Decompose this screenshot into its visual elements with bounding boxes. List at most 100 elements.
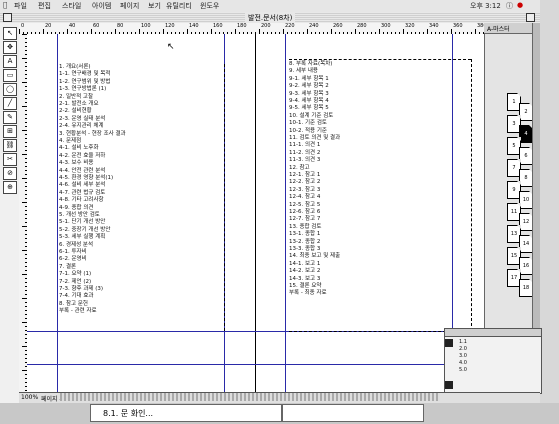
ruler-tick	[283, 29, 284, 34]
menu-item-item[interactable]: 아이템	[92, 2, 112, 10]
ruler-label: 260	[333, 23, 343, 29]
document-canvas[interactable]: 1. 개요(서론) 1-1. 연구배경 및 목적 1-2. 연구범위 및 방법 …	[27, 34, 484, 392]
page-thumbnail[interactable]: 16	[519, 257, 533, 275]
page-thumbnail[interactable]: 1	[507, 93, 521, 111]
zoom-box-icon[interactable]	[526, 13, 535, 22]
menu-item-file[interactable]: 파일	[14, 2, 27, 10]
ruler-tick	[155, 32, 156, 34]
page-thumbnail[interactable]: 5	[507, 137, 521, 155]
text-line: 7-2. 제언 (2)	[59, 278, 92, 285]
ruler-tick	[159, 32, 160, 34]
page-thumbnail[interactable]: 14	[519, 235, 533, 253]
background-document-window[interactable]: 8.1. 문 화인...	[90, 404, 282, 422]
ruler-tick	[151, 32, 152, 34]
ruler-tick	[25, 366, 27, 367]
ruler-tick	[25, 186, 27, 187]
ruler-tick	[319, 32, 320, 34]
vertical-scrollbar[interactable]	[532, 23, 541, 328]
help-icon[interactable]: ⓘ	[506, 2, 513, 10]
tool-button-1[interactable]: ✥	[3, 41, 17, 54]
background-window[interactable]	[282, 404, 424, 422]
ruler-tick	[25, 42, 27, 43]
tool-button-8[interactable]: ⛓	[3, 139, 17, 152]
ruler-tick	[47, 32, 48, 34]
ruler-tick	[22, 130, 27, 131]
page-field[interactable]: 페이지 4	[41, 396, 64, 403]
page-thumbnail[interactable]: 3	[507, 115, 521, 133]
text-box-border	[289, 59, 471, 60]
ruler-tick	[25, 374, 27, 375]
page-thumbnail[interactable]: 11	[507, 203, 521, 221]
tool-button-9[interactable]: ✂	[3, 153, 17, 166]
menu-item-utility[interactable]: 유틸리티	[166, 2, 192, 10]
menu-item-page[interactable]: 페이지	[120, 2, 140, 10]
ruler-tick	[79, 32, 80, 34]
ruler-tick	[303, 32, 304, 34]
text-line: 14-1. 보고 1	[289, 260, 321, 267]
tool-button-2[interactable]: A	[3, 55, 17, 68]
ruler-tick	[419, 32, 420, 34]
ruler-tick	[25, 98, 27, 99]
page-thumbnail[interactable]: 18	[519, 279, 533, 297]
page-thumbnail[interactable]: 8	[519, 169, 533, 187]
page-thumbnail[interactable]: 12	[519, 213, 533, 231]
tool-button-7[interactable]: ⊞	[3, 125, 17, 138]
page-thumbnail[interactable]: 9	[507, 181, 521, 199]
ruler-label: 120	[165, 23, 175, 29]
text-line: 13-3. 종합 3	[289, 246, 321, 252]
ruler-tick	[211, 29, 212, 34]
navigator-title-bar[interactable]	[445, 329, 541, 337]
ruler-tick	[311, 32, 312, 34]
palette-title-bar[interactable]: A-마스터	[484, 23, 532, 34]
tool-button-6[interactable]: ✎	[3, 111, 17, 124]
ruler-tick	[25, 342, 27, 343]
app-icon[interactable]: ●	[517, 1, 524, 9]
menu-item-style[interactable]: 스타일	[62, 2, 82, 10]
navigator-line: 2.0	[459, 346, 467, 352]
ruler-tick	[43, 29, 44, 34]
ruler-tick	[25, 222, 27, 223]
zoom-field[interactable]: 100%	[21, 394, 39, 401]
ruler-tick	[25, 214, 27, 215]
text-line: 4-3. 보수 비용	[59, 160, 94, 167]
ruler-tick	[25, 86, 27, 87]
ruler-tick	[119, 32, 120, 34]
text-line: 2-1. 발전소 개요	[59, 101, 99, 107]
text-box-border	[289, 331, 471, 332]
page-thumbnail[interactable]: 13	[507, 225, 521, 243]
horizontal-scrollbar[interactable]	[60, 393, 440, 401]
text-line: 13-1. 종합 1	[289, 231, 321, 238]
tool-button-3[interactable]: ▭	[3, 69, 17, 82]
ruler-label: 60	[93, 23, 100, 29]
text-line: 9-4. 세부 항목 4	[289, 98, 329, 104]
tool-button-11[interactable]: ⊕	[3, 181, 17, 194]
page-thumbnail[interactable]: 2	[519, 103, 533, 121]
page-thumbnail[interactable]: 6	[519, 147, 533, 165]
page-thumbnail[interactable]: 15	[507, 247, 521, 265]
ruler-tick	[315, 32, 316, 34]
menu-item-edit[interactable]: 편집	[38, 2, 51, 10]
close-box-icon[interactable]	[3, 13, 12, 22]
apple-menu-icon[interactable]: 	[3, 1, 7, 9]
tool-button-10[interactable]: ⊘	[3, 167, 17, 180]
page-thumbnail[interactable]: 17	[507, 269, 521, 287]
tool-button-5[interactable]: ╱	[3, 97, 17, 110]
ruler-tick	[25, 126, 27, 127]
tool-button-4[interactable]: ◯	[3, 83, 17, 96]
page-thumbnail[interactable]: 7	[507, 159, 521, 177]
menu-item-window[interactable]: 윈도우	[200, 2, 220, 10]
ruler-tick	[25, 218, 27, 219]
column-guide	[224, 331, 225, 364]
text-line: 9-3. 세부 항목 3	[289, 90, 329, 97]
tool-button-0[interactable]: ↖	[3, 27, 17, 40]
ruler-tick	[187, 29, 188, 34]
ruler-tick	[25, 114, 27, 115]
ruler-tick	[75, 32, 76, 34]
text-line: 8. 참고 문헌	[59, 300, 88, 307]
ruler-tick	[483, 32, 484, 34]
ruler-tick	[25, 282, 27, 283]
page-thumbnail[interactable]: 4	[519, 125, 533, 143]
page-thumbnail[interactable]: 10	[519, 191, 533, 209]
menu-item-view[interactable]: 보기	[148, 2, 161, 10]
